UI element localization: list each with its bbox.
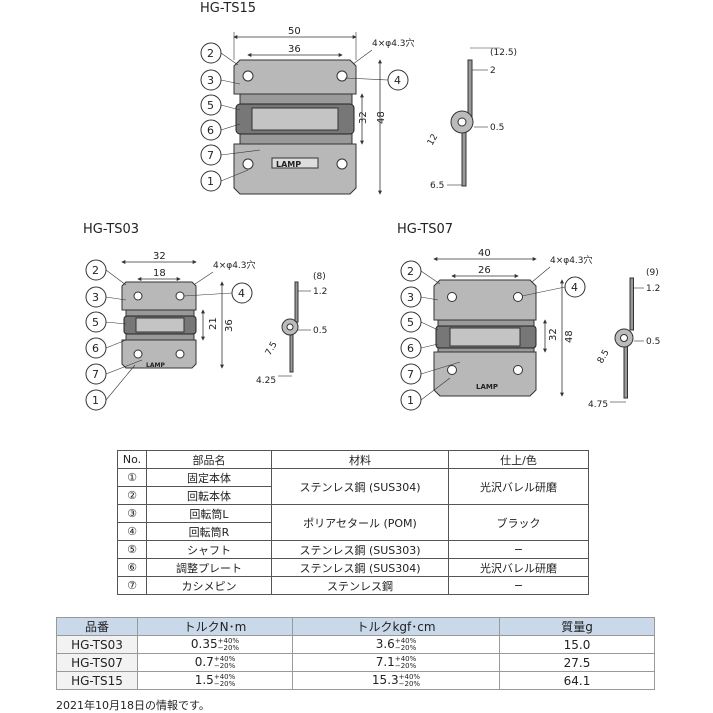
table-row: ⑦ カシメピン ステンレス鋼 − bbox=[117, 576, 589, 595]
parts-table: No. 部品名 材料 仕上/色 ① 固定本体 ステンレス鋼 (SUS304) 光… bbox=[117, 450, 589, 595]
model-title-ts15: HG-TS15 bbox=[200, 1, 256, 16]
svg-text:LAMP: LAMP bbox=[146, 362, 165, 369]
spec-table-header: 品番 トルクN･m トルクkgf･cm 質量g bbox=[56, 617, 655, 636]
svg-text:3: 3 bbox=[92, 291, 99, 304]
svg-text:4: 4 bbox=[571, 281, 578, 294]
table-row: ② 回転本体 bbox=[117, 486, 589, 505]
svg-text:1: 1 bbox=[207, 175, 214, 188]
dim-pitch-ts15: 36 bbox=[288, 44, 301, 55]
parts-table-header: No. 部品名 材料 仕上/色 bbox=[117, 450, 589, 469]
svg-text:32: 32 bbox=[548, 328, 559, 341]
dim-width-ts15: 50 bbox=[288, 26, 301, 37]
svg-text:4.25: 4.25 bbox=[256, 376, 276, 386]
svg-text:1: 1 bbox=[92, 394, 99, 407]
technical-drawings: HG-TS15 50 36 4×φ4.3穴 LAMP 32 48 2 3 5 6… bbox=[83, 1, 660, 411]
svg-text:4: 4 bbox=[238, 287, 245, 300]
svg-text:4×φ4.3穴: 4×φ4.3穴 bbox=[550, 254, 593, 266]
dim-holes-ts15: 4×φ4.3穴 bbox=[372, 37, 415, 49]
svg-text:7: 7 bbox=[92, 368, 99, 381]
svg-text:(8): (8) bbox=[313, 272, 326, 282]
hinge-ts15-side-view: (12.5) 2 12 0.5 6.5 bbox=[426, 47, 517, 191]
svg-text:12: 12 bbox=[426, 133, 440, 148]
svg-text:3: 3 bbox=[207, 74, 214, 87]
svg-text:2: 2 bbox=[207, 47, 214, 60]
svg-text:(9): (9) bbox=[646, 268, 659, 278]
svg-text:32: 32 bbox=[153, 251, 166, 262]
svg-text:2: 2 bbox=[92, 264, 99, 277]
svg-text:7.5: 7.5 bbox=[264, 340, 280, 357]
table-row: ⑤ シャフト ステンレス鋼 (SUS303) − bbox=[117, 540, 589, 559]
dim-h1-ts15: 32 bbox=[358, 111, 369, 124]
hinge-ts07-front-view: HG-TS07 40 26 4×φ4.3穴 LAMP 32 48 bbox=[397, 222, 593, 397]
svg-text:7: 7 bbox=[207, 149, 214, 162]
dim-h2-ts15: 48 bbox=[376, 111, 387, 124]
svg-text:18: 18 bbox=[153, 268, 166, 279]
svg-text:5: 5 bbox=[207, 99, 214, 112]
table-row: ① 固定本体 ステンレス鋼 (SUS304) 光沢バレル研磨 bbox=[117, 468, 589, 505]
svg-text:4×φ4.3穴: 4×φ4.3穴 bbox=[213, 259, 256, 271]
brand-logo-ts15: LAMP bbox=[276, 160, 301, 169]
svg-text:40: 40 bbox=[478, 248, 491, 259]
hinge-ts03-side-view: (8) 1.2 7.5 0.5 4.25 bbox=[256, 272, 327, 386]
table-row: HG-TS03 0.35+40%−20% 3.6+40%−20% 15.0 bbox=[56, 635, 655, 654]
svg-text:LAMP: LAMP bbox=[476, 383, 498, 391]
svg-text:6: 6 bbox=[407, 342, 414, 355]
callouts-ts03: 2 3 5 6 7 1 4 bbox=[85, 259, 253, 411]
svg-text:26: 26 bbox=[478, 265, 491, 276]
hinge-ts03-front-view: HG-TS03 32 18 4×φ4.3穴 LAMP 21 36 bbox=[83, 222, 256, 369]
table-row: HG-TS15 1.5+40%−20% 15.3+40%−20% 64.1 bbox=[56, 671, 655, 690]
svg-text:0.5: 0.5 bbox=[646, 337, 660, 347]
svg-text:1.2: 1.2 bbox=[646, 284, 660, 294]
svg-text:21: 21 bbox=[208, 317, 219, 330]
svg-text:(12.5): (12.5) bbox=[490, 48, 517, 58]
svg-text:2: 2 bbox=[490, 66, 496, 76]
table-row: ③ 回転筒L ポリアセタール (POM) ブラック bbox=[117, 504, 589, 541]
svg-text:6.5: 6.5 bbox=[430, 181, 444, 191]
svg-text:4.75: 4.75 bbox=[588, 400, 608, 410]
model-title-ts03: HG-TS03 bbox=[83, 222, 139, 237]
hinge-ts15-front-view: HG-TS15 50 36 4×φ4.3穴 LAMP 32 48 bbox=[200, 1, 415, 195]
svg-text:6: 6 bbox=[92, 342, 99, 355]
spec-table: 品番 トルクN･m トルクkgf･cm 質量g HG-TS03 0.35+40%… bbox=[56, 617, 655, 690]
svg-text:1: 1 bbox=[407, 394, 414, 407]
svg-text:8.5: 8.5 bbox=[596, 348, 612, 365]
callouts-ts07: 2 3 5 6 7 1 4 bbox=[400, 260, 586, 411]
info-date-note: 2021年10月18日の情報です。 bbox=[56, 699, 210, 712]
callouts-ts15: 2 3 5 6 7 1 4 bbox=[200, 42, 409, 192]
svg-text:0.5: 0.5 bbox=[313, 326, 327, 336]
svg-text:3: 3 bbox=[407, 291, 414, 304]
model-title-ts07: HG-TS07 bbox=[397, 222, 453, 237]
svg-text:7: 7 bbox=[407, 368, 414, 381]
table-row: ⑥ 調整プレート ステンレス鋼 (SUS304) 光沢バレル研磨 bbox=[117, 558, 589, 577]
svg-text:1.2: 1.2 bbox=[313, 287, 327, 297]
svg-text:0.5: 0.5 bbox=[490, 123, 504, 133]
svg-text:5: 5 bbox=[407, 316, 414, 329]
svg-text:48: 48 bbox=[564, 330, 575, 343]
svg-text:36: 36 bbox=[224, 319, 235, 332]
table-row: HG-TS07 0.7+40%−20% 7.1+40%−20% 27.5 bbox=[56, 653, 655, 672]
svg-text:2: 2 bbox=[407, 265, 414, 278]
svg-text:5: 5 bbox=[92, 316, 99, 329]
hinge-ts07-side-view: (9) 1.2 8.5 0.5 4.75 bbox=[588, 268, 660, 410]
svg-text:4: 4 bbox=[394, 74, 401, 87]
svg-text:6: 6 bbox=[207, 124, 214, 137]
